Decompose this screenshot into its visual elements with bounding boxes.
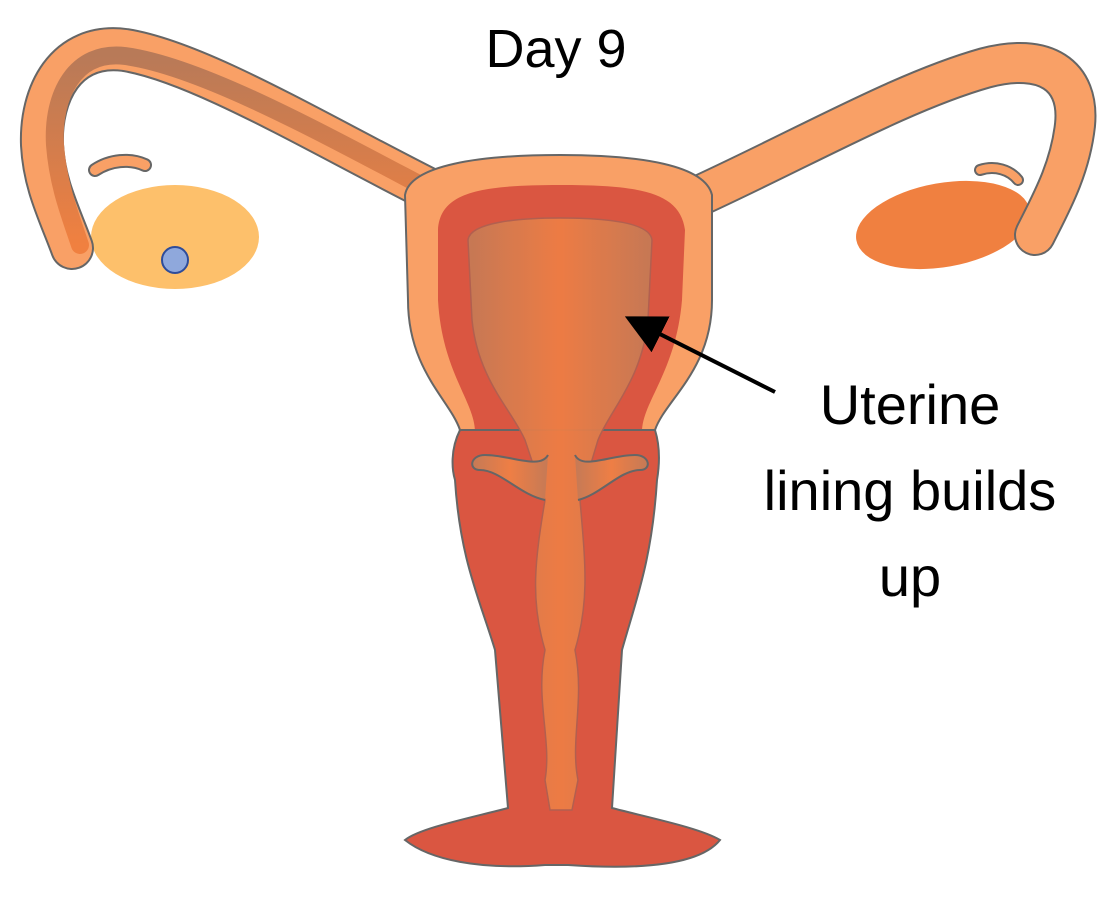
left-ovary (91, 185, 259, 289)
annotation-line: lining builds (763, 459, 1057, 522)
right-fallopian-tube (669, 42, 1097, 256)
annotation-line: up (878, 545, 942, 608)
annotation-label: Uterine lining builds up (720, 362, 1100, 620)
lining-right-lobe (574, 453, 649, 501)
left-fallopian-tube (19, 27, 462, 270)
lining-left-lobe (471, 453, 549, 501)
annotation-arrow (624, 316, 776, 394)
diagram-title: Day 9 (485, 19, 627, 79)
egg-icon (161, 246, 189, 274)
right-ovary (856, 180, 1030, 270)
annotation-line: Uterine (819, 373, 1001, 436)
uterine-lining (467, 217, 653, 811)
